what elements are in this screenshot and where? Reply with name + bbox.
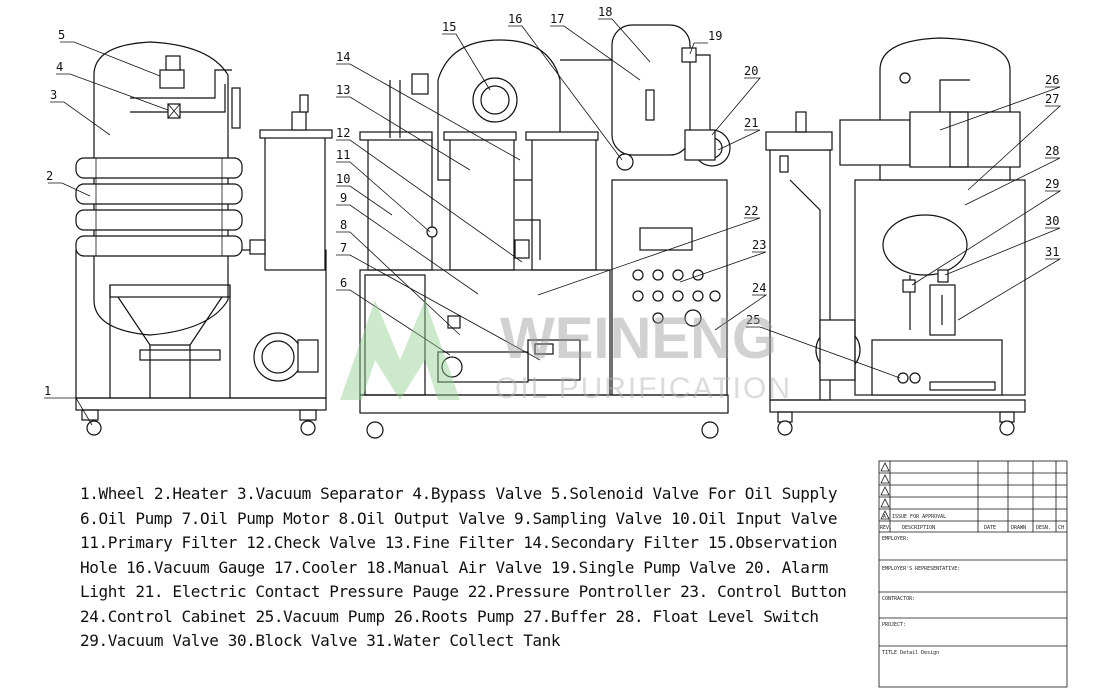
legend-item: 6.Oil Pump xyxy=(80,508,173,528)
legend-item: 15.Observation Hole xyxy=(80,533,838,577)
callout-29: 29 xyxy=(1045,177,1059,191)
callout-5: 5 xyxy=(58,28,65,42)
callout-21: 21 xyxy=(744,116,758,130)
legend-item: 18.Manual Air Valve xyxy=(366,557,542,577)
callout-8: 8 xyxy=(340,218,347,232)
legend-item: 3.Vacuum Separator xyxy=(236,484,404,503)
legend-item: 10.Oil Input Valve xyxy=(670,508,838,528)
callout-12: 12 xyxy=(336,126,350,140)
legend-item: 5.Solenoid Valve For Oil Supply xyxy=(550,484,838,503)
equipment-diagram: 1 2 3 4 5 6 7 8 9 10 11 12 13 14 15 16 1… xyxy=(44,5,1062,439)
legend-item: 25.Vacuum Pump xyxy=(255,606,385,626)
legend-item: 28. Float Level Switch xyxy=(615,606,820,626)
left-unit xyxy=(75,41,333,436)
legend-item: 13.Fine Filter xyxy=(384,533,515,552)
header-description: DESCRIPTION xyxy=(902,525,935,531)
contractor-label: CONTRACTOR: xyxy=(882,596,915,602)
callout-13: 13 xyxy=(336,83,350,97)
callout-14: 14 xyxy=(336,50,350,64)
legend-item: 26.Roots Pump xyxy=(393,606,514,626)
callout-27: 27 xyxy=(1045,92,1059,106)
callout-6: 6 xyxy=(340,276,347,290)
legend-item: 30.Block Valve xyxy=(227,631,358,650)
callout-19: 19 xyxy=(708,29,722,43)
header-drawn: DRAWN xyxy=(1011,525,1026,531)
middle-unit xyxy=(359,24,731,439)
callout-4: 4 xyxy=(56,60,63,74)
leader-lines xyxy=(44,18,1062,426)
callout-22: 22 xyxy=(744,204,758,218)
callout-31: 31 xyxy=(1045,245,1059,259)
project-label: PROJECT: xyxy=(882,622,906,628)
callout-23: 23 xyxy=(752,238,766,252)
legend-item: 31.Water Collect Tank xyxy=(366,631,561,650)
title-label: TITLE Detail Design xyxy=(882,650,939,656)
header-ch: CH xyxy=(1058,525,1064,531)
legend-item: 17.Cooler xyxy=(273,557,358,577)
callout-17: 17 xyxy=(550,12,564,26)
legend-item: 8.Oil Output Valve xyxy=(338,508,506,528)
callout-numbers: 1 2 3 4 5 6 7 8 9 10 11 12 13 14 15 16 1… xyxy=(44,5,1059,398)
issue-description: ISSUE FOR APPROVAL xyxy=(892,514,946,520)
callout-16: 16 xyxy=(508,12,522,26)
legend-item: 21. Electric Contact Pressure Pauge xyxy=(135,582,459,601)
legend-item: 23. Control Button xyxy=(680,582,847,601)
callout-28: 28 xyxy=(1045,144,1059,158)
legend-item: 29.Vacuum Valve xyxy=(80,631,219,650)
callout-3: 3 xyxy=(50,88,57,102)
legend-item: 27.Buffer xyxy=(523,606,607,626)
callout-11: 11 xyxy=(336,148,350,162)
legend-item: 16.Vacuum Gauge xyxy=(126,557,265,577)
legend-item: 20. Alarm Light xyxy=(80,557,828,602)
header-date: DATE xyxy=(984,525,996,531)
legend-item: 1.Wheel xyxy=(80,484,145,503)
callout-15: 15 xyxy=(442,20,456,34)
header-desn: DESN. xyxy=(1036,525,1051,531)
legend-item: 12.Check Valve xyxy=(246,533,376,552)
employer-label: EMPLOYER: xyxy=(882,536,909,542)
rev-mark: A xyxy=(883,514,886,520)
callout-20: 20 xyxy=(744,64,758,78)
callout-9: 9 xyxy=(340,191,347,205)
callout-30: 30 xyxy=(1045,214,1059,228)
legend-item: 7.Oil Pump Motor xyxy=(181,508,330,528)
legend-item: 9.Sampling Valve xyxy=(513,508,662,528)
parts-legend: 1.Wheel 2.Heater 3.Vacuum Separator 4.By… xyxy=(80,482,880,654)
callout-1: 1 xyxy=(44,384,51,398)
callout-25: 25 xyxy=(746,313,760,327)
legend-item: 4.Bypass Valve xyxy=(412,484,542,503)
control-buttons xyxy=(632,269,721,327)
callout-7: 7 xyxy=(340,241,347,255)
right-unit xyxy=(765,37,1026,436)
legend-item: 14.Secondary Filter xyxy=(523,533,699,552)
drawing-title-block: A ISSUE FOR APPROVAL REV. DESCRIPTION DA… xyxy=(878,460,1068,688)
legend-item: 19.Single Pump Valve xyxy=(550,557,736,577)
callout-26: 26 xyxy=(1045,73,1059,87)
legend-item: 24.Control Cabinet xyxy=(80,606,247,626)
legend-item: 2.Heater xyxy=(153,484,228,503)
legend-item: 11.Primary Filter xyxy=(80,533,237,552)
callout-24: 24 xyxy=(752,281,766,295)
legend-item: 22.Pressure Pontroller xyxy=(467,582,672,601)
callout-10: 10 xyxy=(336,172,350,186)
employer-rep-label: EMPLOYER'S REPRESENTATIVE: xyxy=(882,566,960,572)
callout-2: 2 xyxy=(46,169,53,183)
callout-18: 18 xyxy=(598,5,612,19)
header-rev: REV. xyxy=(880,525,892,531)
